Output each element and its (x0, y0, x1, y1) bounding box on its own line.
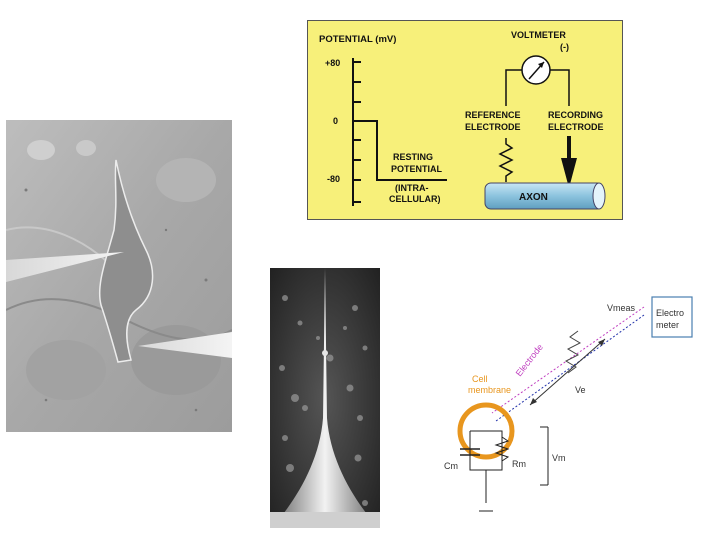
resting-label-4: CELLULAR) (389, 194, 441, 204)
resting-label-3: (INTRA- (395, 183, 429, 193)
axis-title: POTENTIAL (mV) (319, 34, 396, 45)
electrometer-label-1: Electro (656, 308, 684, 318)
axon-label: AXON (519, 192, 548, 203)
neuron-micrograph (6, 120, 232, 432)
cell-membrane-label-2: membrane (468, 385, 511, 395)
recording-label-2: ELECTRODE (548, 122, 604, 132)
voltmeter-label: VOLTMETER (511, 30, 566, 40)
reference-label-2: ELECTRODE (465, 122, 521, 132)
rm-label: Rm (512, 459, 526, 469)
tick-minus80: -80 (327, 174, 340, 184)
tick-plus80: +80 (325, 58, 340, 68)
cell-membrane-label-1: Cell (472, 374, 488, 384)
vm-label: Vm (552, 453, 566, 463)
resting-label-2: POTENTIAL (391, 164, 443, 174)
resting-label-1: RESTING (393, 152, 433, 162)
electrode-circuit-diagram: Electro meter Vmeas Electrode Ve Cell me… (430, 285, 715, 530)
reference-label-1: REFERENCE (465, 110, 521, 120)
tick-zero: 0 (333, 116, 338, 126)
electrometer-label-2: meter (656, 320, 679, 330)
cm-label: Cm (444, 461, 458, 471)
vmeas-label: Vmeas (607, 303, 636, 313)
recording-label-1: RECORDING (548, 110, 603, 120)
sem-pipette-micrograph (270, 268, 380, 528)
voltmeter-sign: (-) (560, 42, 569, 52)
ve-label: Ve (575, 385, 586, 395)
membrane-potential-diagram: POTENTIAL (mV) +80 0 -80 RESTING POTENTI… (307, 20, 623, 220)
electrode-label: Electrode (514, 342, 545, 378)
